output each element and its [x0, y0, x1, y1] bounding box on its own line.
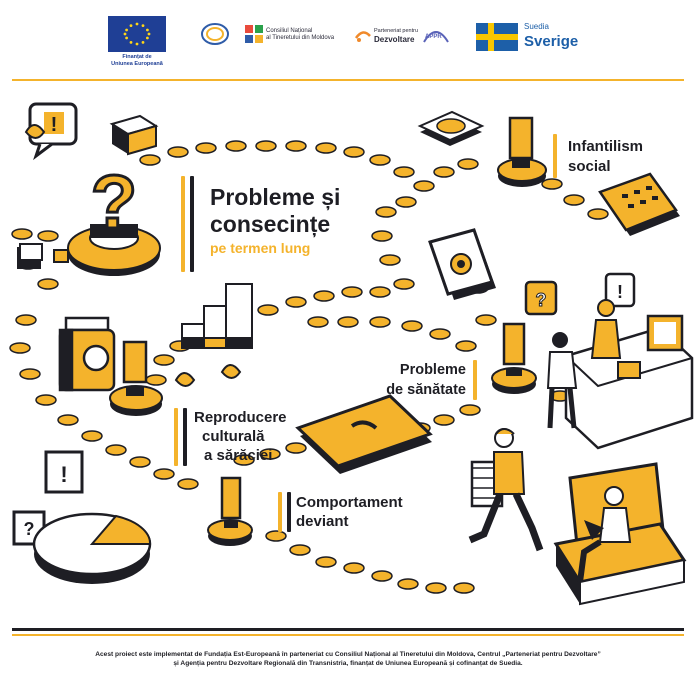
ppd-line2: Dezvoltare: [374, 35, 415, 44]
pedestal-question-text: ?: [91, 160, 137, 245]
cubes-icon: [17, 243, 69, 269]
ppd-line1: Parteneriat pentru: [374, 28, 419, 34]
eu-caption: Finanțat de Uniunea Europeană: [92, 54, 182, 68]
ppd-logo-text: Parteneriat pentru Dezvoltare: [374, 28, 418, 44]
sweden-large-text: Sverige: [524, 33, 579, 50]
comportament-bar-dark: [287, 492, 291, 532]
page-subtitle: pe termen lung: [210, 240, 311, 256]
footer-line1: Acest proiect este implementat de Fundaț…: [95, 651, 601, 658]
sanatate-line2: de sănătate: [386, 382, 466, 398]
reception-scene-icon: [546, 299, 694, 450]
svg-text:!: !: [617, 282, 623, 302]
gear-bubble-icon: [428, 228, 496, 300]
bubble-exclamation-text: !: [51, 114, 58, 136]
ppd-logo-icon: [354, 31, 371, 42]
label-infantilism-social: Infantilism social: [568, 137, 643, 177]
page-title-line1: Probleme și: [210, 184, 341, 210]
comportament-bar-yellow: [278, 492, 282, 532]
title-accent-bar-yellow: [181, 176, 185, 272]
label-comportament-deviant: Comportament deviant: [296, 493, 403, 531]
reproducere-line3: a sărăciei: [204, 447, 273, 464]
eu-caption-line1: Finanțat de: [122, 54, 152, 60]
partner-logos: Finanțat de Uniunea Europeană Consiliul …: [0, 0, 696, 80]
exclamation-pedestal-right-icon: [491, 322, 537, 394]
coin-path: [9, 140, 609, 594]
footer-divider-dark: [12, 628, 684, 631]
page-title: Probleme și consecințe: [210, 184, 340, 238]
running-courier-icon: [468, 428, 544, 552]
sweden-small-text: Suedia: [524, 22, 549, 31]
footer-credits: Acest proiect este implementat de Fundaț…: [20, 650, 676, 668]
calculator-icon: [598, 172, 680, 236]
appr-logo-icon: [423, 31, 449, 43]
label-probleme-sanatate: Probleme de sănătate: [340, 360, 466, 400]
header-divider: [12, 79, 684, 81]
illustration: ! ?: [9, 102, 694, 606]
warning-bubble-icon: !: [28, 102, 78, 161]
footer-line2: și Agenția pentru Dezvoltare Regională d…: [173, 660, 523, 667]
infantilism-line2: social: [568, 158, 611, 175]
reproducere-line1: Reproducere: [194, 409, 287, 426]
svg-text:?: ?: [536, 290, 547, 310]
infantilism-line1: Infantilism: [568, 138, 644, 155]
cntm-line1: Consiliul Național: [266, 28, 313, 34]
eu-flag-icon: [108, 16, 166, 52]
infantilism-bar: [553, 134, 557, 178]
label-reproducere-culturala: Reproducere culturală a sărăciei: [194, 408, 287, 465]
alert-sign-icon: !: [44, 450, 84, 494]
title-accent-bar-dark: [190, 176, 194, 272]
pie-tile-icon: [417, 110, 485, 146]
tablet-phone-icon: [295, 394, 433, 474]
cntm-logo-text: Consiliul Național al Tineretului din Mo…: [266, 28, 334, 42]
exclamation-pedestal-bottom-icon: [207, 476, 253, 546]
appr-logo-text: APPR: [425, 34, 442, 40]
reproducere-line2: culturală: [202, 428, 265, 445]
jar-icon: [58, 316, 116, 392]
cntm-line2: al Tineretului din Moldova: [266, 35, 335, 41]
question-bubble-icon: ?: [524, 280, 558, 316]
exclamation-pedestal-top-icon: [497, 116, 547, 187]
pie-chart-icon: [32, 512, 152, 584]
sweden-flag-icon: [476, 23, 518, 51]
drop-icons: [24, 124, 242, 387]
alert-sign-text: !: [60, 462, 67, 487]
sanatate-line1: Probleme: [399, 362, 466, 378]
cntm-logo-icon: [245, 25, 263, 43]
comportament-line1: Comportament: [296, 494, 403, 511]
reproducere-bar-dark: [183, 408, 187, 466]
foundation-logo-icon: [201, 23, 229, 45]
page-title-line2: consecințe: [210, 211, 331, 237]
stairs-chart-icon: [181, 283, 253, 349]
sofa-laptop-icon: [553, 462, 687, 606]
question-pedestal-icon: ?: [67, 159, 161, 276]
footer-divider-gold: [12, 634, 684, 636]
question-sign-text: ?: [24, 519, 35, 539]
exclamation-pedestal-icon: [109, 340, 163, 416]
comportament-line2: deviant: [296, 513, 349, 530]
eu-caption-line2: Uniunea Europeană: [111, 61, 163, 67]
reproducere-bar-yellow: [174, 408, 178, 466]
gift-box-icon: [109, 114, 159, 156]
alert-bubble-icon: !: [604, 272, 636, 308]
sanatate-bar: [473, 360, 477, 400]
